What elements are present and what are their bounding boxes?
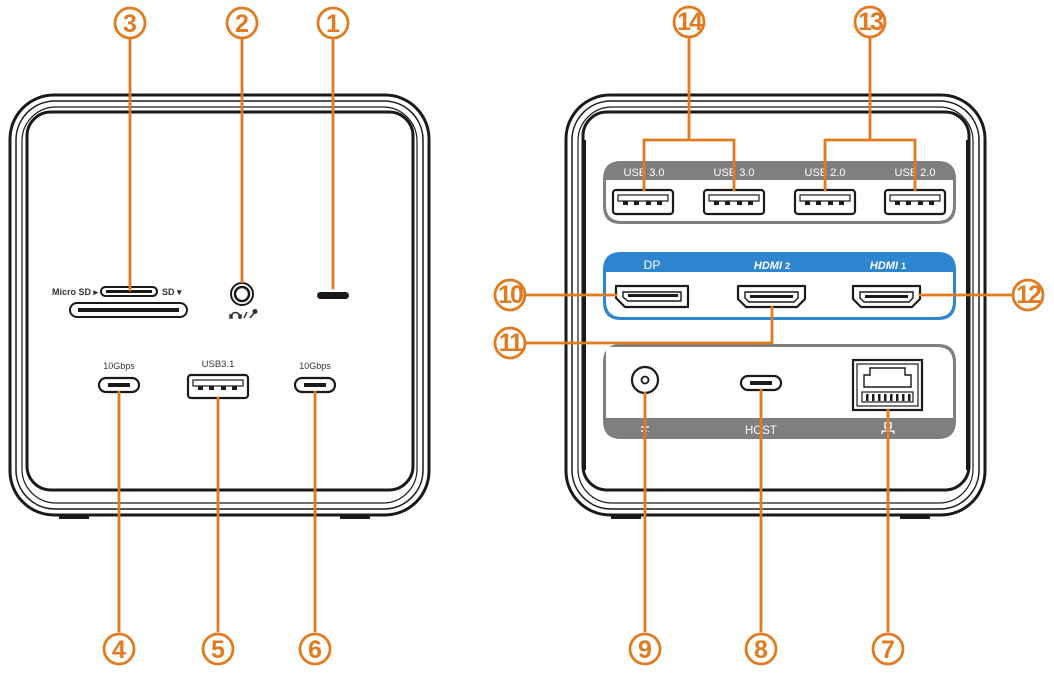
svg-text:6: 6 (308, 636, 322, 664)
svg-text:14: 14 (677, 8, 703, 36)
svg-text:10: 10 (498, 281, 523, 309)
callout-6: 6 (298, 632, 332, 666)
usb-a-port[interactable]: USB3.1 (186, 359, 250, 400)
display-port-band: DP HDMI 2 HDMI 1 (603, 252, 956, 320)
svg-text:7: 7 (881, 636, 895, 664)
ethernet-port[interactable] (851, 358, 924, 434)
callout-3: 3 (113, 6, 147, 40)
dc-power-port[interactable] (630, 365, 660, 432)
callout-11: 11 (493, 326, 527, 360)
callout-4: 4 (102, 632, 136, 666)
svg-text:8: 8 (754, 636, 768, 664)
callout-1: 1 (316, 6, 350, 40)
hdmi-2-label: HDMI 2 (754, 260, 790, 272)
callout-lines (117, 35, 1013, 633)
headset-mic-icon (229, 308, 258, 319)
svg-text:3: 3 (123, 10, 137, 38)
svg-text:4: 4 (112, 636, 126, 664)
usb-a-label: USB3.1 (202, 359, 235, 370)
callout-9: 9 (628, 632, 662, 666)
callout-13: 13 (853, 5, 887, 39)
usb-c-left-label: 10Gbps (103, 361, 135, 371)
sd-label: SD ▾ (162, 287, 182, 297)
svg-text:12: 12 (1016, 281, 1041, 309)
svg-text:13: 13 (858, 8, 883, 36)
front-panel: Micro SD ▸ SD ▾ 10Gbps (8, 93, 431, 519)
audio-jack[interactable] (229, 282, 258, 319)
hdmi-1-port[interactable]: HDMI 1 (851, 260, 922, 309)
power-host-lan-band: HOST (603, 344, 956, 439)
hdmi-2-port[interactable]: HDMI 2 (736, 260, 807, 309)
svg-text:1: 1 (326, 10, 340, 38)
usb-port-band: USB 3.0 USB 3.0 USB 2.0 USB 2.0 (603, 161, 956, 224)
callout-markers: 1 2 3 4 5 6 7 8 9 10 11 12 13 14 (102, 5, 1045, 666)
usb-port-1[interactable]: USB 3.0 (611, 167, 675, 216)
svg-text:9: 9 (638, 636, 652, 664)
hdmi-1-label: HDMI 1 (870, 260, 906, 272)
usb-port-2[interactable]: USB 3.0 (702, 167, 766, 216)
svg-text:2: 2 (235, 10, 249, 38)
back-panel: USB 3.0 USB 3.0 USB 2.0 USB 2.0 (564, 93, 987, 519)
usb-c-right-label: 10Gbps (299, 361, 331, 371)
dp-label: DP (644, 258, 661, 272)
card-reader[interactable]: Micro SD ▸ SD ▾ (52, 286, 188, 318)
svg-text:5: 5 (211, 636, 225, 664)
micro-sd-label: Micro SD ▸ (52, 287, 99, 297)
callout-7: 7 (871, 632, 905, 666)
callout-14: 14 (672, 5, 706, 39)
svg-text:11: 11 (499, 329, 524, 357)
led-indicator (317, 292, 349, 299)
callout-8: 8 (744, 632, 778, 666)
callout-12: 12 (1011, 278, 1045, 312)
callout-5: 5 (201, 632, 235, 666)
callout-2: 2 (225, 6, 259, 40)
callout-10: 10 (493, 278, 527, 312)
